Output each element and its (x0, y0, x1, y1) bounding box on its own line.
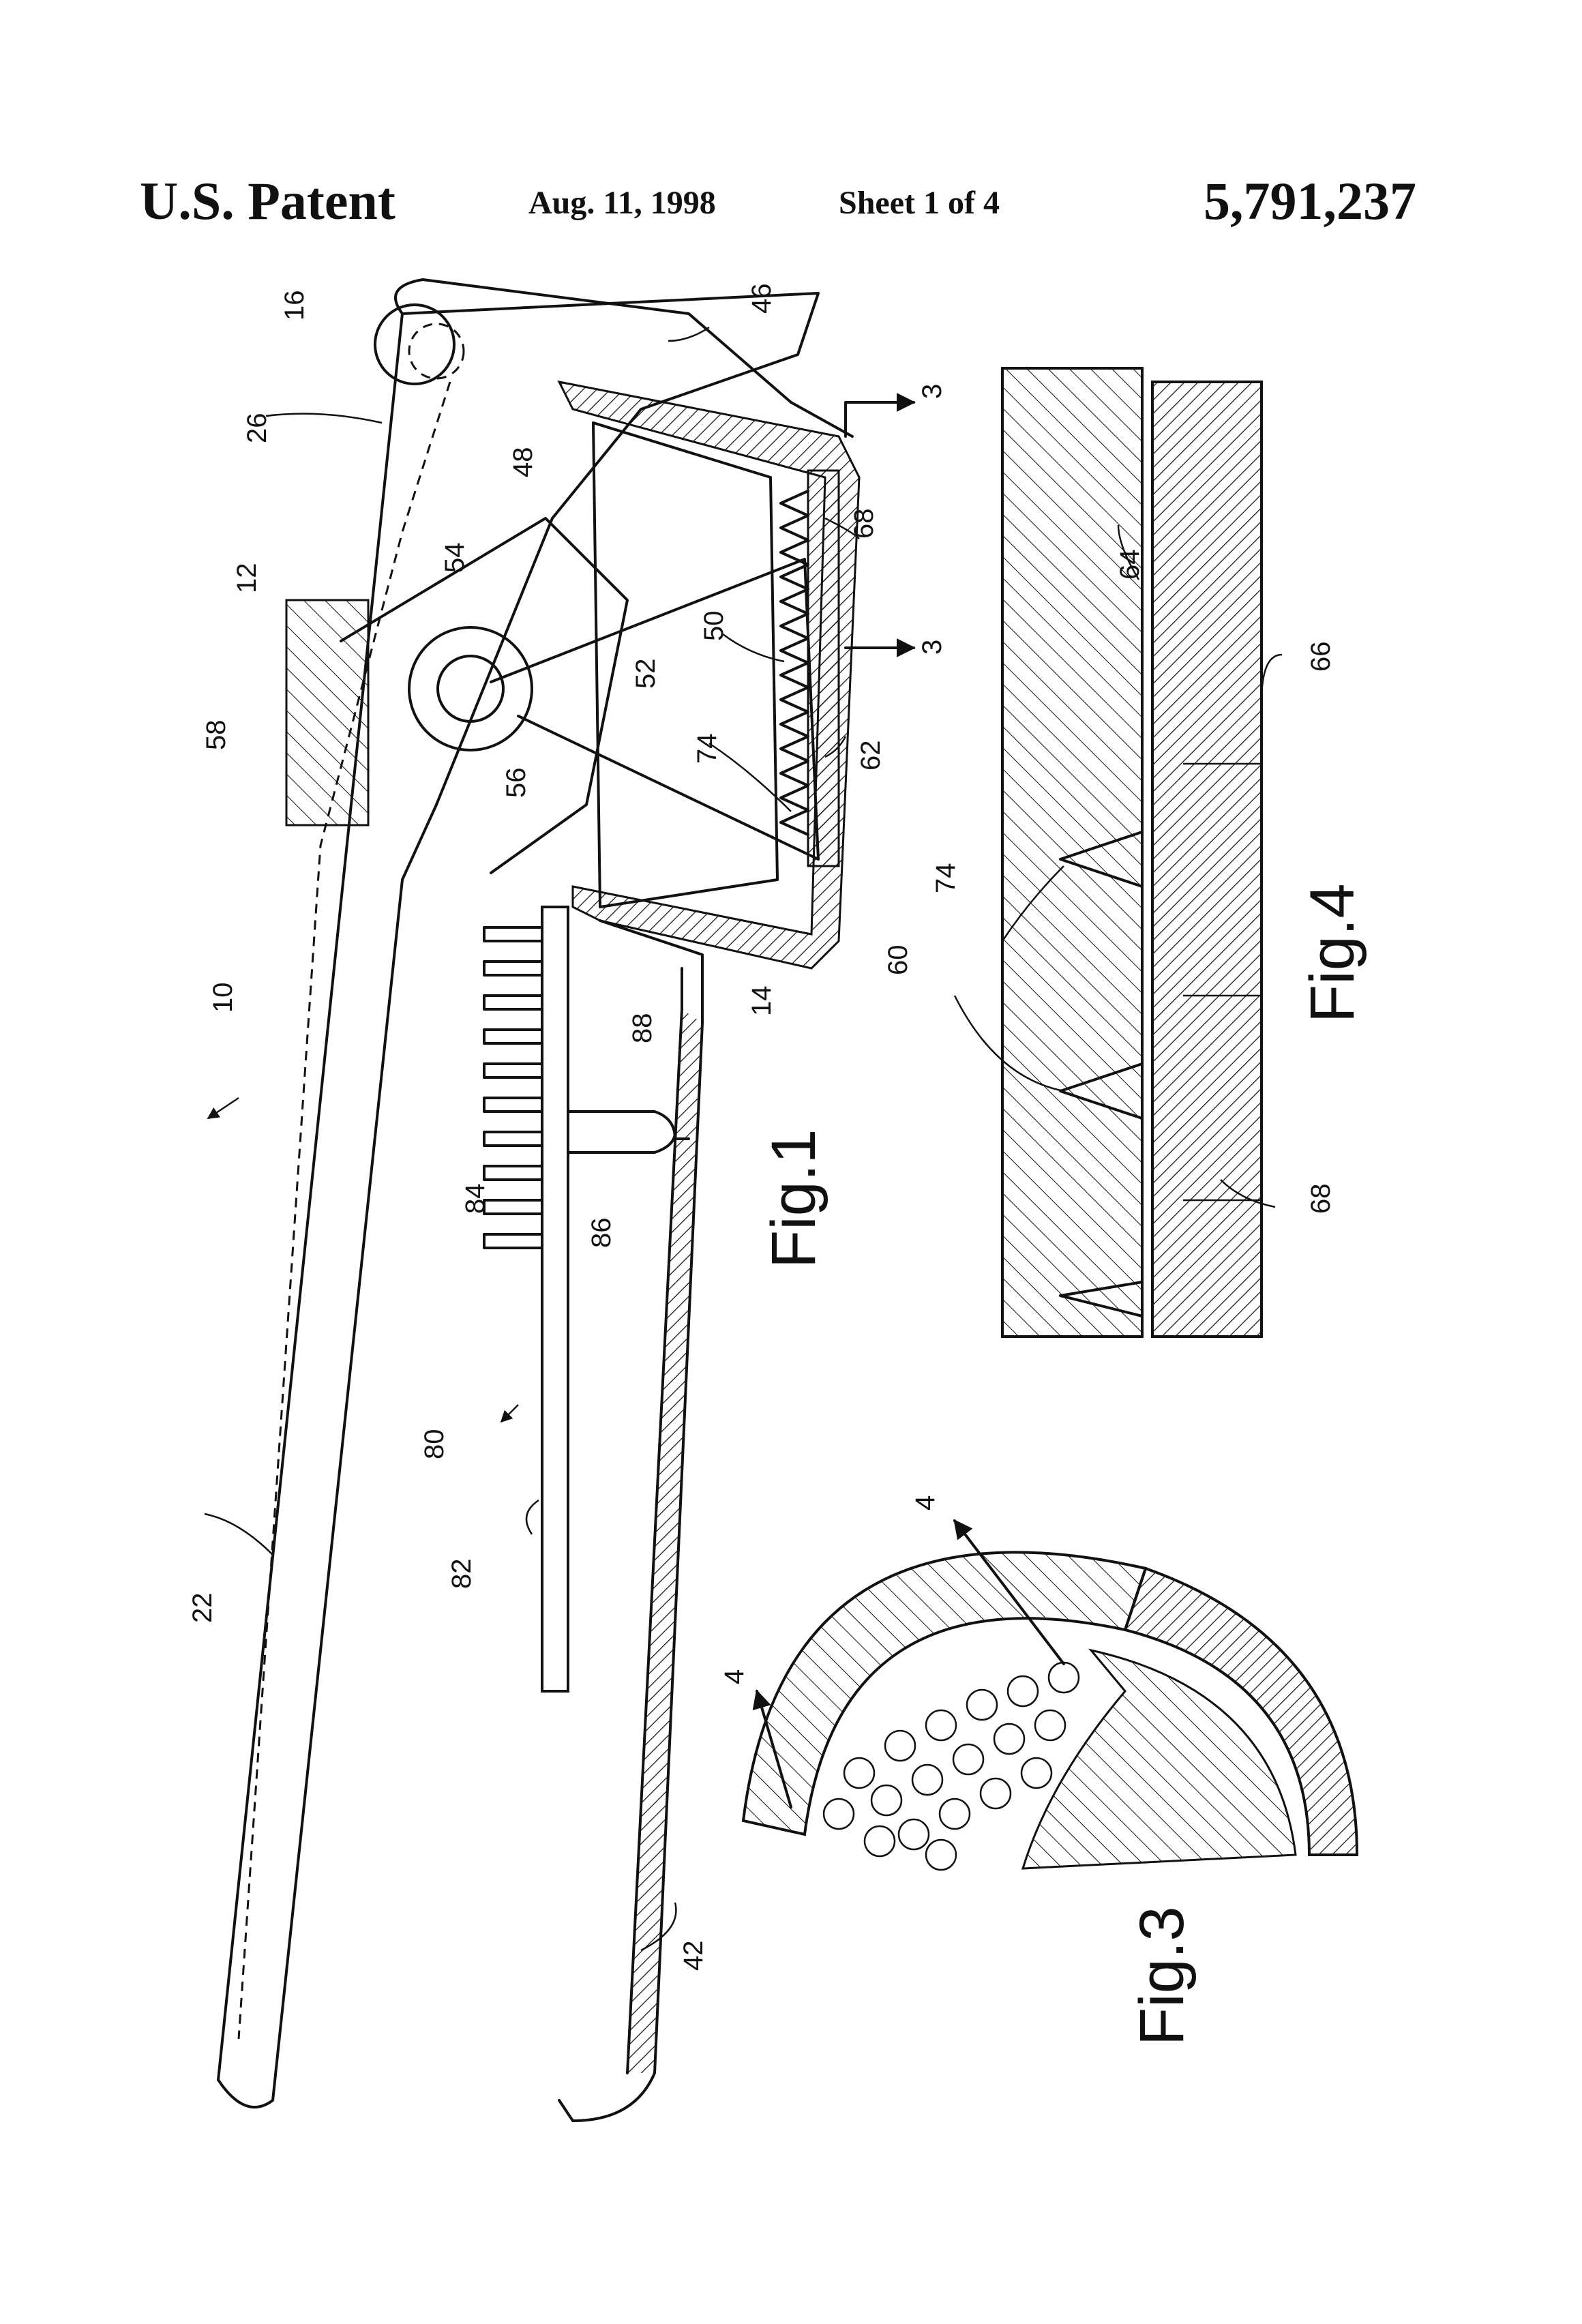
ref-88: 88 (627, 1013, 657, 1044)
ref-52: 52 (631, 659, 661, 689)
ref-4-left: 4 (719, 1669, 749, 1684)
ref-3-mid: 3 (917, 640, 947, 655)
pivot-16-hidden (409, 324, 464, 378)
ref-16: 16 (280, 290, 310, 321)
fig1-label: Fig.1 (759, 1129, 829, 1268)
ref-60: 60 (883, 945, 913, 976)
ref-4-right: 4 (910, 1495, 940, 1510)
sieve-teeth (781, 491, 808, 835)
pivot-16-outer (375, 305, 454, 384)
comb-teeth-84 (484, 927, 542, 1248)
ref-58: 58 (201, 720, 231, 751)
ref-12: 12 (232, 563, 262, 594)
ref-50: 50 (699, 611, 729, 642)
comb-clip-86-88 (568, 1112, 689, 1152)
ref-3-top: 3 (917, 384, 947, 399)
ref-14: 14 (747, 986, 777, 1017)
fig4-label: Fig.4 (1298, 883, 1367, 1023)
ref-86: 86 (586, 1218, 616, 1249)
lever-arm-left (341, 518, 627, 873)
ref-74: 74 (692, 734, 722, 764)
ref-82: 82 (447, 1559, 477, 1590)
ref-66: 66 (1306, 642, 1336, 672)
ref-80: 80 (419, 1429, 449, 1460)
plunger-52 (593, 423, 777, 907)
fig4-drawing (955, 368, 1282, 1337)
ref-26: 26 (242, 413, 272, 444)
ref-62: 62 (856, 741, 886, 771)
fig4-lower-body (1152, 382, 1262, 1337)
ref-22: 22 (188, 1593, 218, 1624)
comb-bar-82 (542, 907, 568, 1691)
section-58 (286, 600, 368, 825)
sieve-plate (808, 471, 839, 866)
ref-84: 84 (460, 1184, 490, 1215)
fig4-upper-body (1002, 368, 1142, 1337)
ref-10: 10 (208, 983, 238, 1013)
lever-arm-right (491, 559, 818, 859)
fig3-label: Fig.3 (1127, 1906, 1197, 2046)
fig3-drawing (743, 1521, 1357, 1870)
lever-boss-56 (409, 627, 532, 750)
pin-54 (438, 656, 503, 721)
ref-48: 48 (508, 447, 538, 478)
ref-46: 46 (747, 284, 777, 314)
ref-68-fig4: 68 (1306, 1184, 1336, 1215)
ref-64: 64 (1115, 550, 1145, 580)
ref-56: 56 (501, 768, 531, 799)
ref-68: 68 (849, 509, 879, 539)
ref-74-fig4: 74 (931, 863, 961, 894)
ref-42: 42 (678, 1941, 708, 1971)
ref-54: 54 (440, 543, 470, 573)
lower-handle-hatch (627, 1009, 702, 2073)
